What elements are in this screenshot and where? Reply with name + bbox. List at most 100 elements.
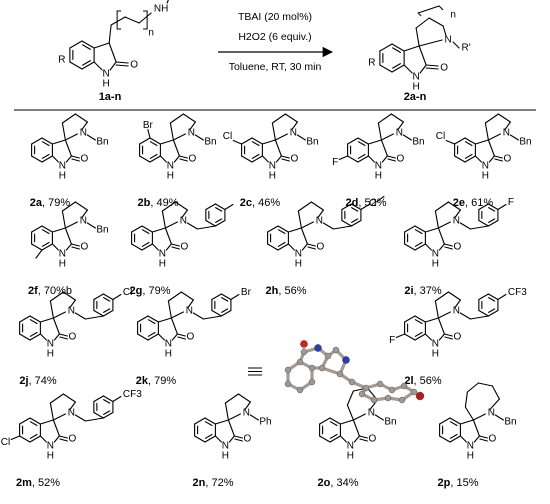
aromatic-bond (487, 309, 499, 317)
compound-label: 2i, 37% (404, 285, 442, 297)
aromatic-bond (464, 153, 473, 159)
aromatic-bond (267, 243, 279, 251)
n-substituent-bond (509, 134, 519, 141)
hydrogen-label: H (165, 349, 172, 360)
carbonyl-bond (478, 435, 488, 439)
aromatic-bond (205, 203, 216, 211)
nitrogen-label: N (243, 408, 250, 419)
ring-bond (161, 210, 166, 229)
nitrogen-label: N (316, 216, 323, 227)
ring-bond (61, 210, 66, 229)
hydrogen-label: H (159, 259, 166, 270)
nitrogen-label: N (59, 161, 66, 172)
bond (115, 61, 129, 64)
oxygen-label: O (291, 154, 299, 165)
ring-bond (474, 155, 482, 163)
aromatic-bond (93, 309, 104, 317)
aromatic-bond (251, 155, 263, 163)
aromatic-bond (251, 153, 260, 159)
benzyl-bond (74, 414, 86, 422)
oxygen-label: O (489, 434, 497, 445)
aromatic-bond (392, 47, 401, 53)
aromatic-bond (414, 229, 423, 235)
compound-yield: , 49% (150, 197, 178, 209)
aromatic-bond (141, 241, 150, 247)
benzyl-bond (322, 222, 334, 230)
bond (403, 45, 420, 52)
ring-bond (187, 299, 194, 308)
carbonyl-bond (443, 333, 453, 337)
hydrogen-label: H (413, 82, 420, 93)
compound-yield: , 61% (465, 197, 493, 209)
aromatic-bond (69, 61, 83, 70)
ring-bond (418, 39, 443, 47)
nitrogen-label: N (180, 216, 187, 227)
nitrogen-label: N (467, 441, 474, 452)
aromatic-bond (204, 435, 216, 443)
carbonyl-bond (59, 336, 68, 340)
aromatic-bond (350, 219, 362, 227)
bond (425, 64, 439, 67)
aromatic-bond (221, 308, 229, 313)
aromatic-bond (329, 421, 338, 427)
carbonyl-bond (358, 435, 368, 439)
crystal-atom (296, 386, 304, 394)
para-substituent-label: Cl (123, 287, 132, 298)
aromatic-bond (357, 155, 369, 163)
compound-id: 2k (136, 375, 149, 387)
aromatic-bond (464, 155, 476, 163)
compound-yield: , 34% (330, 477, 358, 489)
ring-bond (173, 155, 180, 163)
crystal-atom (376, 380, 384, 388)
aromatic-bond (478, 219, 489, 227)
ring-bond (52, 311, 66, 319)
aromatic-bond (19, 315, 31, 323)
aromatic-bond (31, 155, 43, 163)
oxygen-label: O (504, 154, 512, 165)
carbonyl-bond (234, 438, 243, 442)
aryl-substituent-bond (445, 139, 456, 145)
n-substituent-label: Bn (519, 137, 531, 148)
aromatic-bond (487, 203, 499, 211)
aromatic-bond (277, 229, 286, 235)
aromatic-bond (341, 203, 352, 211)
methyl-bond (224, 203, 234, 211)
crystal-atom (370, 396, 378, 404)
ring-bond (434, 300, 439, 319)
crystal-oxygen-atom (300, 340, 308, 348)
oxygen-label: O (440, 63, 448, 74)
compound-id: 2n (193, 477, 206, 489)
condition-oxidant: H2O2 (6 equiv.) (238, 31, 311, 43)
aromatic-bond (329, 433, 338, 439)
bond (108, 42, 117, 63)
aromatic-bond (204, 421, 213, 427)
ring-bond (53, 435, 60, 443)
aromatic-bond (211, 293, 222, 301)
crystal-atom (410, 388, 418, 396)
nitrogen-label: N (488, 408, 495, 419)
ring-bond (438, 243, 445, 251)
ring-bond (52, 419, 60, 437)
aromatic-bond (404, 243, 416, 251)
reactant-label: 1a-n (99, 91, 122, 103)
benzyl-bond (459, 312, 471, 320)
crystal-atom (308, 364, 316, 372)
carbonyl-bond (281, 158, 290, 162)
aromatic-bond (93, 395, 104, 403)
ring-bond (447, 291, 461, 301)
aromatic-bond (449, 417, 461, 425)
aromatic-bond (414, 241, 423, 247)
ring-bond (352, 413, 366, 421)
aromatic-bond (29, 433, 38, 439)
compound-id: 2i (404, 285, 413, 297)
aromatic-bond (103, 297, 111, 302)
aromatic-bond (41, 229, 50, 235)
aromatic-bond (103, 308, 111, 313)
compound-id: 2o (318, 477, 331, 489)
ring-bond (61, 122, 66, 141)
n-substituent-label: Ph (259, 417, 271, 428)
aromatic-bond (149, 141, 158, 147)
aromatic-bond (414, 315, 426, 323)
ring-bond (214, 435, 222, 443)
